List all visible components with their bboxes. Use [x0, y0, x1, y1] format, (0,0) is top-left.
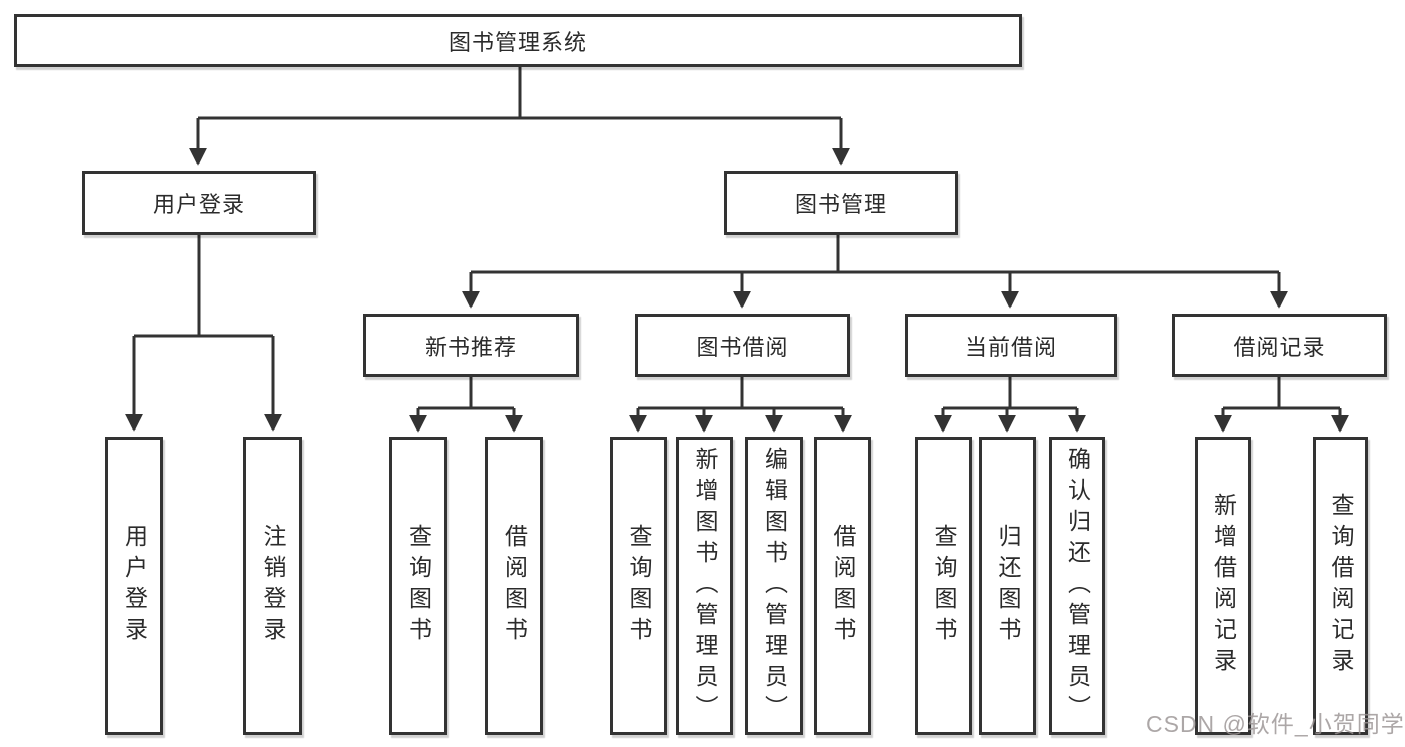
leaf-borrow-books: 借阅图书	[814, 437, 871, 735]
leaf-add-books-admin: 新增图书（管理员）	[676, 437, 733, 735]
node-root: 图书管理系统	[14, 14, 1022, 67]
connector-user-login	[125, 234, 282, 432]
leaf-user-login: 用户登录	[105, 437, 163, 735]
connector-current-borrow	[934, 376, 1086, 433]
node-book-borrow: 图书借阅	[635, 314, 850, 377]
node-borrow-records: 借阅记录	[1172, 314, 1387, 377]
leaf-confirm-return-admin: 确认归还（管理员）	[1049, 437, 1105, 735]
connector-borrow-records	[1214, 376, 1349, 433]
leaf-edit-books-admin: 编辑图书（管理员）	[745, 437, 803, 735]
leaf-borrow-books-new-rec: 借阅图书	[485, 437, 543, 735]
leaf-add-borrow-record: 新增借阅记录	[1195, 437, 1251, 735]
leaf-query-books-borrow: 查询图书	[610, 437, 667, 735]
csdn-watermark: CSDN @软件_小贺同学	[1146, 711, 1405, 737]
connector-book-mgmt	[462, 234, 1288, 309]
node-book-mgmt: 图书管理	[724, 171, 958, 235]
connector-root	[189, 67, 850, 166]
node-new-book-rec: 新书推荐	[363, 314, 579, 377]
leaf-query-books-current: 查询图书	[915, 437, 972, 735]
leaf-logout: 注销登录	[243, 437, 302, 735]
leaf-query-books-new-rec: 查询图书	[389, 437, 447, 735]
leaf-return-books: 归还图书	[979, 437, 1036, 735]
node-current-borrow: 当前借阅	[905, 314, 1117, 377]
connector-book-borrow	[629, 376, 852, 433]
node-user-login: 用户登录	[82, 171, 316, 235]
leaf-query-borrow-record: 查询借阅记录	[1313, 437, 1368, 735]
connector-new-book-rec	[409, 376, 523, 433]
